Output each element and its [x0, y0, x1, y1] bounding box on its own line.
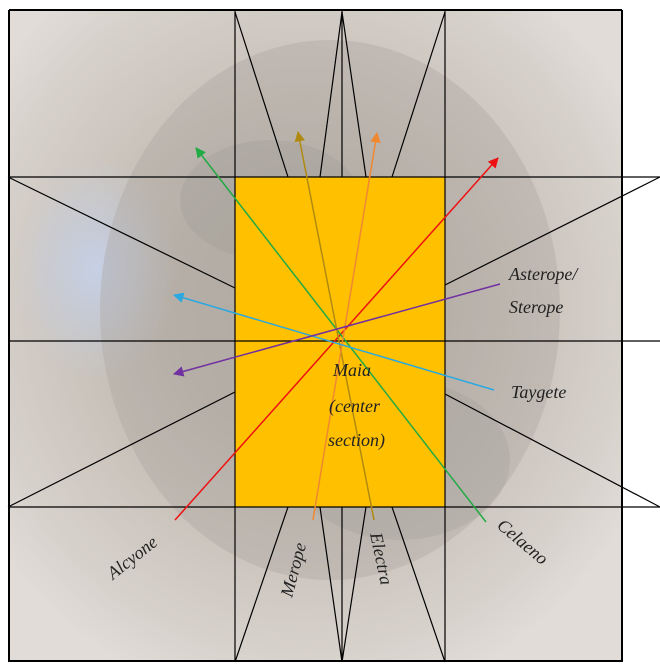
asterope-label-line-2: Sterope — [509, 297, 563, 317]
taygete-arrow — [172, 292, 495, 391]
outer-frame — [8, 9, 623, 662]
asterope-arrow — [172, 283, 501, 377]
taygete-label: Taygete — [511, 382, 566, 402]
electra-arrow — [294, 130, 375, 521]
grid-lines — [7, 10, 660, 663]
center-label-line-1: Maia — [332, 360, 371, 380]
center-label-line-2: (center — [329, 396, 381, 417]
celaeno-arrow — [195, 147, 487, 523]
alcyone-arrow — [174, 157, 499, 521]
arrows — [172, 130, 501, 523]
asterope-label-line-1: Asterope/ — [508, 264, 579, 284]
center-panel — [235, 177, 445, 507]
center-label-line-3: section) — [328, 430, 385, 451]
